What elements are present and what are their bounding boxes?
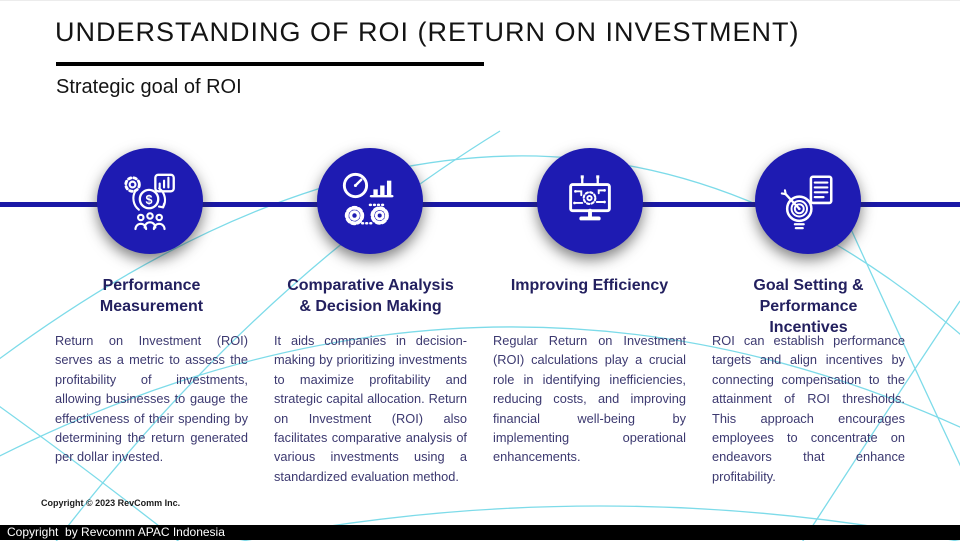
slide-subtitle: Strategic goal of ROI bbox=[56, 76, 242, 98]
column-improving-efficiency: Improving Efficiency Regular Return on I… bbox=[493, 275, 686, 486]
column-heading: Goal Setting & Performance Incentives bbox=[753, 277, 864, 336]
column-body: Return on Investment (ROI) serves as a m… bbox=[55, 333, 248, 465]
svg-text:$: $ bbox=[146, 193, 153, 207]
column-body: It aids companies in decision-making by … bbox=[274, 333, 467, 484]
monitor-circuit-icon bbox=[569, 175, 611, 221]
step-circle-efficiency bbox=[537, 148, 643, 254]
gauge-gears-chart-icon bbox=[342, 172, 394, 226]
column-heading: Comparative Analysis & Decision Making bbox=[287, 277, 454, 315]
column-body: ROI can establish performance targets an… bbox=[712, 333, 905, 484]
timeline-bar bbox=[0, 202, 960, 207]
step-circle-performance: $ bbox=[97, 148, 203, 254]
footer-copyright-bar: Copyright by Revcomm APAC Indonesia bbox=[0, 525, 960, 540]
columns-row: Performance Measurement Return on Invest… bbox=[55, 275, 905, 486]
step-circle-goal-setting bbox=[755, 148, 861, 254]
column-heading: Improving Efficiency bbox=[510, 277, 669, 294]
slide-title: UNDERSTANDING OF ROI (RETURN ON INVESTME… bbox=[55, 17, 800, 47]
slide-copyright: Copyright © 2023 RevComm Inc. bbox=[41, 498, 181, 508]
column-performance-measurement: Performance Measurement Return on Invest… bbox=[55, 275, 248, 486]
column-heading: Performance Measurement bbox=[99, 277, 204, 315]
money-people-cycle-icon: $ bbox=[124, 173, 175, 231]
bulb-target-checklist-icon bbox=[780, 175, 833, 230]
step-circle-comparative bbox=[317, 148, 423, 254]
column-goal-setting: Goal Setting & Performance Incentives RO… bbox=[712, 275, 905, 486]
column-body: Regular Return on Investment (ROI) calcu… bbox=[493, 333, 686, 465]
column-comparative-analysis: Comparative Analysis & Decision Making I… bbox=[274, 275, 467, 486]
title-underline bbox=[56, 62, 484, 66]
